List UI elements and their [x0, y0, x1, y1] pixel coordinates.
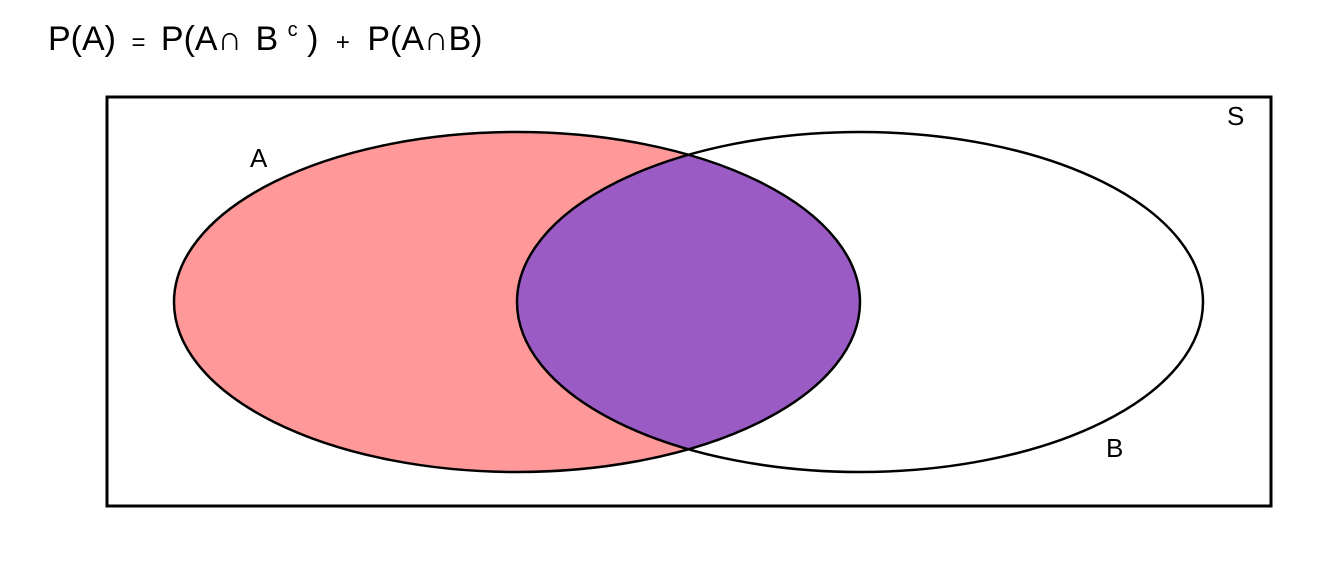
formula-lhs: P(A)	[48, 20, 116, 58]
set-a-label: A	[250, 143, 268, 173]
set-b-outline	[515, 130, 1205, 474]
formula-term1-prefix: P(A∩	[161, 20, 242, 58]
formula-plus: +	[336, 29, 350, 56]
formula-term1-close: )	[307, 20, 318, 58]
set-b-label: B	[1106, 433, 1123, 463]
formula-term1-set: B	[256, 20, 279, 58]
formula-equals: =	[131, 29, 145, 56]
sample-space-label: S	[1227, 101, 1244, 131]
formula-term2: P(A∩B)	[367, 20, 482, 58]
intersection-region	[517, 132, 860, 472]
formula: P(A) = P(A∩ B c ) + P(A∩B)	[48, 6, 482, 58]
formula-term1-sup: c	[288, 19, 298, 41]
set-a-outline	[172, 130, 862, 474]
